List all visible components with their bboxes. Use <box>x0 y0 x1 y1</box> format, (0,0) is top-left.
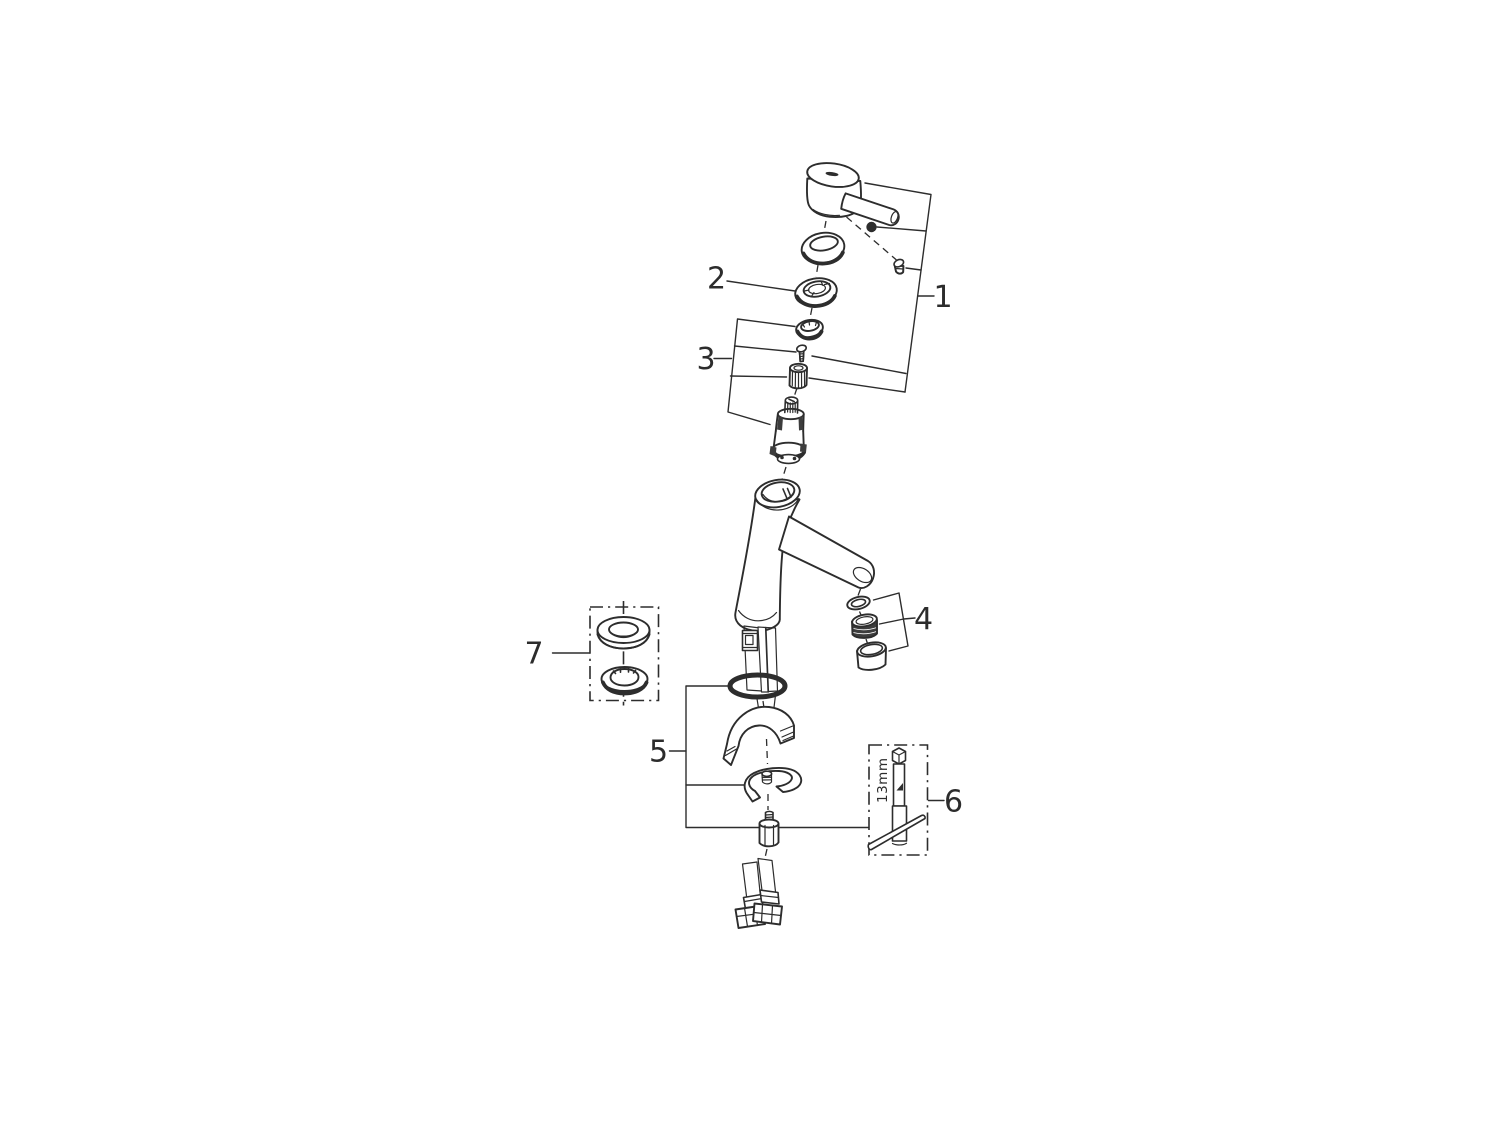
lever-handle <box>805 162 900 227</box>
aerator-gasket <box>846 595 871 611</box>
handle-top-slot <box>825 171 839 177</box>
callout-4-label: 4 <box>914 602 933 637</box>
tool-cross-handle <box>867 814 926 851</box>
rubber-wedge-washer <box>722 705 795 766</box>
faucet-spout <box>778 515 875 589</box>
clamp-stud <box>761 770 773 785</box>
callout-3-bracket <box>713 318 797 426</box>
callout-2-label: 2 <box>707 262 726 297</box>
mounting-bolt <box>758 810 780 848</box>
handle-set-screw <box>866 221 877 233</box>
part6-box <box>868 744 929 856</box>
threaded-rod <box>764 626 779 693</box>
supply-hoses <box>734 857 783 929</box>
callout-labels: 1 2 3 4 5 6 7 <box>524 262 963 820</box>
base-keyed-washer <box>600 666 649 696</box>
socket-wrench-tool: 13mm <box>867 744 929 856</box>
callout-5-label: 5 <box>649 735 668 770</box>
cartridge-adapter-nut <box>788 362 808 390</box>
mounting-clamp <box>743 767 803 803</box>
escutcheon-ring-set <box>589 601 660 706</box>
callout-4-bracket <box>872 592 916 652</box>
escutcheon-rosette <box>596 616 651 650</box>
callout-7-label: 7 <box>524 637 543 672</box>
cartridge-screw <box>795 344 808 363</box>
callout-5-bracket <box>668 685 870 829</box>
callout-3-label: 3 <box>696 342 715 377</box>
callout-2-leader <box>726 280 796 292</box>
shaft-mark <box>896 783 903 791</box>
cartridge <box>769 396 807 465</box>
handle-sleeve-ring <box>800 231 846 266</box>
tool-size-label: 13mm <box>875 758 891 803</box>
hose-fitting <box>741 629 759 652</box>
cartridge-cap-ring <box>795 318 824 341</box>
aerator-shell <box>856 641 887 671</box>
faucet-shank <box>741 625 779 693</box>
callout-6-label: 6 <box>944 785 963 820</box>
aerator-insert <box>851 613 878 639</box>
callout-1-label: 1 <box>933 280 952 315</box>
mounting-ring <box>794 277 838 308</box>
handle-screw-plug <box>893 258 905 275</box>
base-o-ring <box>727 672 788 700</box>
callout-1-bracket <box>808 182 935 393</box>
